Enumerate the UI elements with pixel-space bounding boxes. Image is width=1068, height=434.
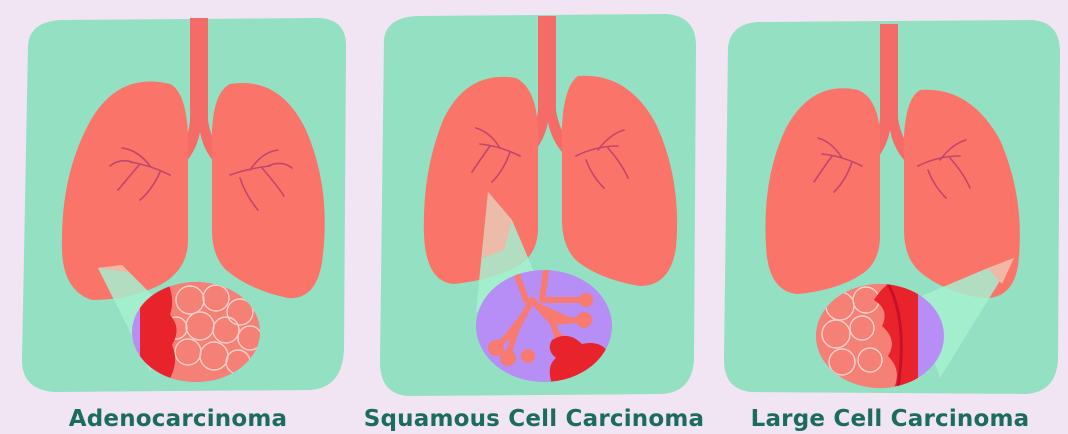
caption-large-cell: Large Cell Carcinoma (712, 406, 1068, 432)
magnifier-large-cell (816, 284, 944, 388)
panel-adenocarcinoma: Adenocarcinoma (0, 0, 356, 434)
large-cell-illustration (712, 0, 1068, 434)
caption-adenocarcinoma: Adenocarcinoma (0, 406, 356, 432)
squamous-illustration (356, 0, 712, 434)
caption-squamous: Squamous Cell Carcinoma (356, 406, 712, 432)
adenocarcinoma-illustration (0, 0, 356, 434)
panel-squamous: Squamous Cell Carcinoma (356, 0, 712, 434)
panel-large-cell: Large Cell Carcinoma (712, 0, 1068, 434)
